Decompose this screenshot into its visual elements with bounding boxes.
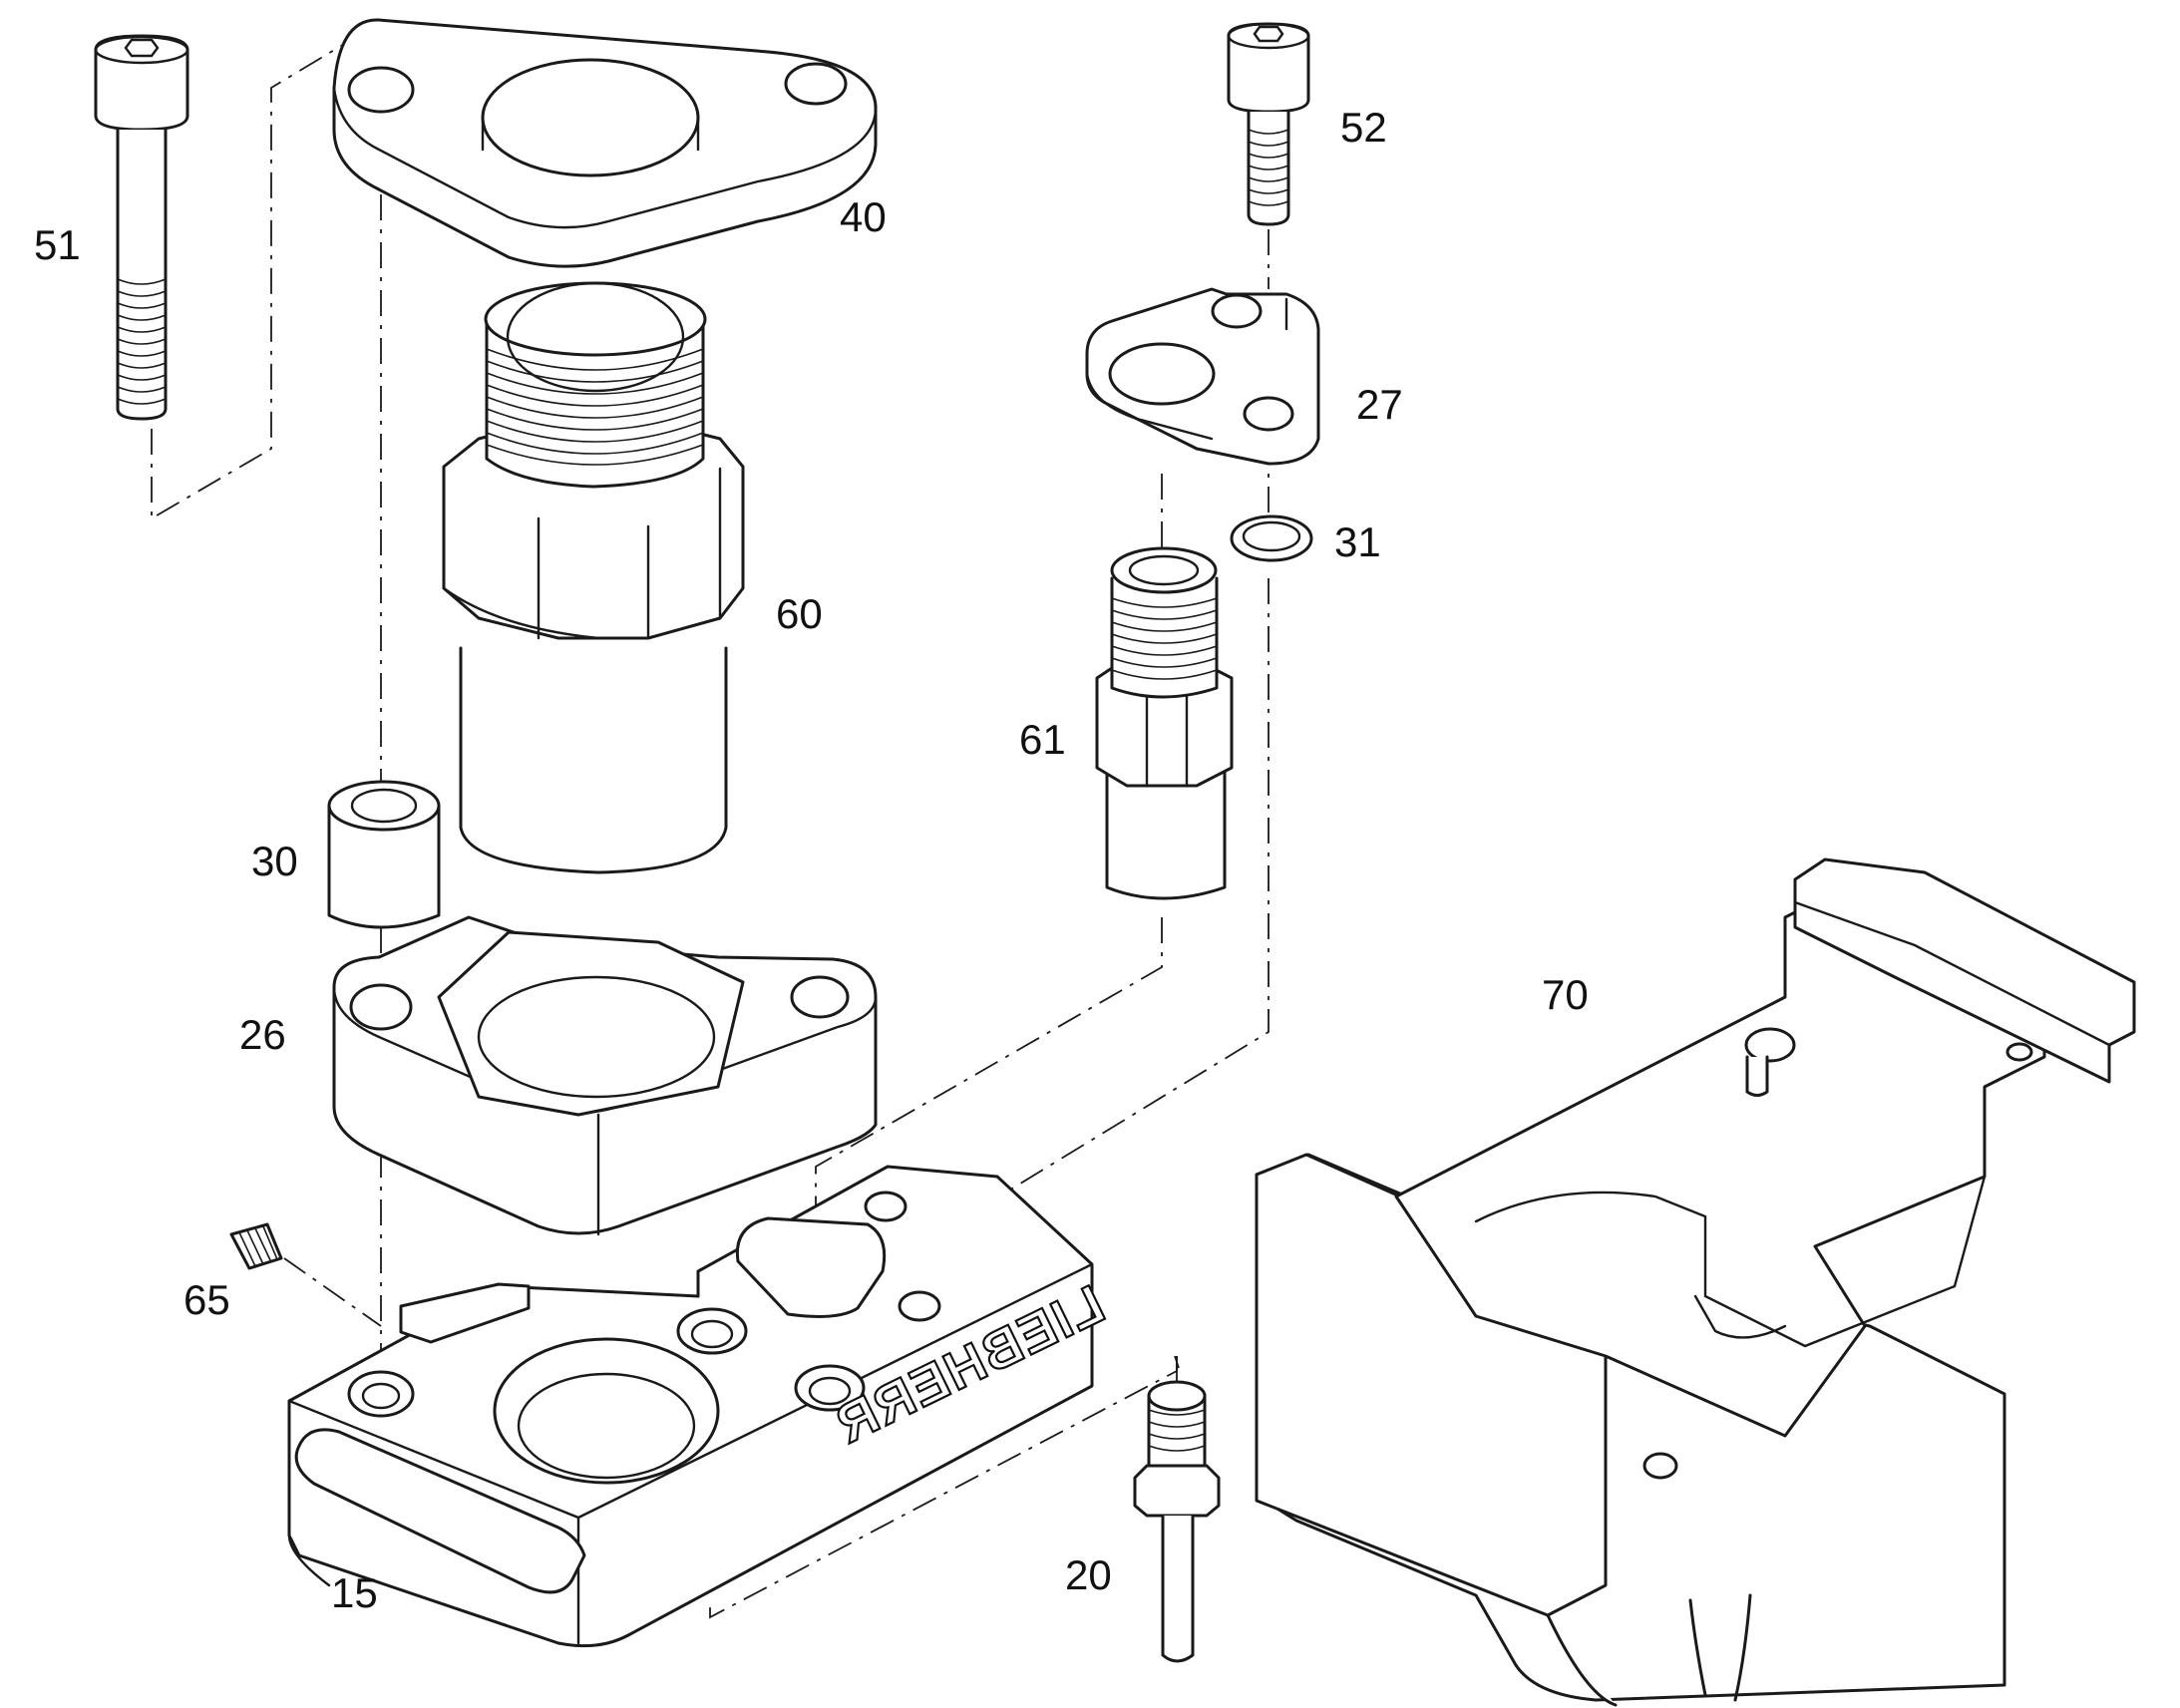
callout-51: 51: [34, 221, 81, 268]
part-51-cap-screw: [94, 34, 189, 421]
part-20-pin: [1133, 1380, 1221, 1663]
part-70-fixture: [1255, 857, 2136, 1707]
callout-20: 20: [1065, 1551, 1112, 1598]
callout-61: 61: [1019, 716, 1066, 763]
thread-lines: [486, 348, 704, 466]
part-27-clamp-plate: [1085, 287, 1320, 466]
part-52-cap-screw: [1227, 22, 1310, 226]
part-60-threaded-fitting: [442, 281, 745, 874]
callout-30: 30: [251, 838, 298, 884]
part-26-adapter-plate: [332, 915, 878, 1236]
part-30-sleeve: [327, 780, 441, 929]
thread-lines: [117, 278, 167, 405]
callout-labels: 51 40 60 30 26 65 15 52 27 31 61 20 70: [34, 104, 1589, 1616]
part-15-base-block: LIEBHERR: [287, 1165, 1115, 1648]
callout-60: 60: [776, 590, 823, 637]
callout-70: 70: [1542, 971, 1589, 1018]
part-31-o-ring: [1230, 514, 1313, 562]
callout-40: 40: [840, 193, 887, 240]
callout-31: 31: [1334, 518, 1381, 565]
callout-52: 52: [1340, 104, 1387, 151]
callout-15: 15: [331, 1569, 378, 1616]
callout-26: 26: [239, 1011, 286, 1058]
callout-27: 27: [1356, 381, 1403, 428]
part-61-small-fitting: [1095, 546, 1234, 900]
callout-65: 65: [183, 1276, 230, 1323]
part-65-set-screw: [229, 1222, 283, 1270]
part-40-flange: [332, 18, 878, 268]
